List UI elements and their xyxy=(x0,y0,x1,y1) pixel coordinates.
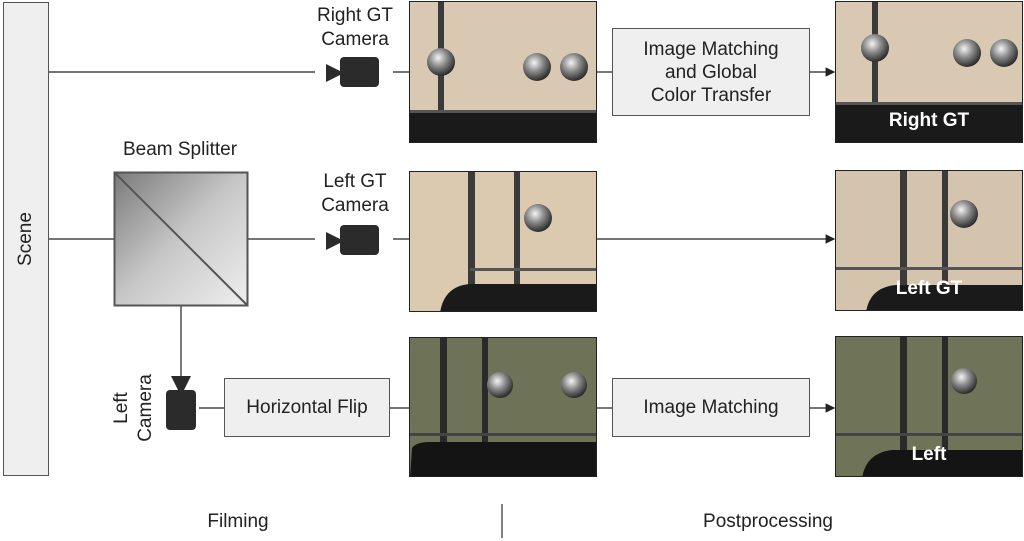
left-camera-label: Left Camera xyxy=(110,370,158,446)
output-left-gt-label: Left GT xyxy=(895,278,963,299)
video-camera-icon xyxy=(166,376,196,430)
output-left-label: Left xyxy=(911,444,947,465)
output-right-gt-label: Right GT xyxy=(888,110,970,131)
footer-filming: Filming xyxy=(207,511,269,532)
left-camera-label-line1: Left xyxy=(111,392,132,424)
left-gt-camera-label-line1: Left GT xyxy=(323,171,387,192)
image-matching-color-transfer-box: Image Matching and Global Color Transfer xyxy=(612,28,810,116)
matching-color-line3: Color Transfer xyxy=(650,84,772,106)
beam-splitter-label: Beam Splitter xyxy=(122,139,238,160)
video-camera-icon xyxy=(326,57,379,87)
right-gt-camera-label-line2: Camera xyxy=(321,29,389,50)
beam-splitter-icon xyxy=(113,171,249,307)
matching-color-line2: and Global xyxy=(665,61,757,83)
scene-bar xyxy=(3,2,49,476)
frame-left-raw xyxy=(409,337,597,477)
matching-color-line1: Image Matching xyxy=(643,38,779,60)
scene-label-wrap: Scene xyxy=(3,2,49,476)
left-camera-label-line2: Camera xyxy=(135,374,156,442)
left-gt-camera-label-line2: Camera xyxy=(321,195,389,216)
video-camera-icon xyxy=(326,225,379,255)
image-matching-box: Image Matching xyxy=(612,378,810,437)
right-gt-camera-label: Right GT Camera xyxy=(300,4,410,52)
scene-label: Scene xyxy=(15,212,36,266)
footer-postprocessing: Postprocessing xyxy=(703,511,833,532)
right-gt-camera-label-line1: Right GT xyxy=(316,5,394,26)
frame-right-gt-raw xyxy=(409,1,597,143)
output-right-gt: Right GT xyxy=(835,1,1023,143)
output-left: Left xyxy=(835,336,1023,477)
horizontal-flip-box: Horizontal Flip xyxy=(224,378,390,437)
frame-left-gt-raw xyxy=(409,171,597,312)
left-gt-camera-label: Left GT Camera xyxy=(300,170,410,218)
output-left-gt: Left GT xyxy=(835,170,1023,311)
